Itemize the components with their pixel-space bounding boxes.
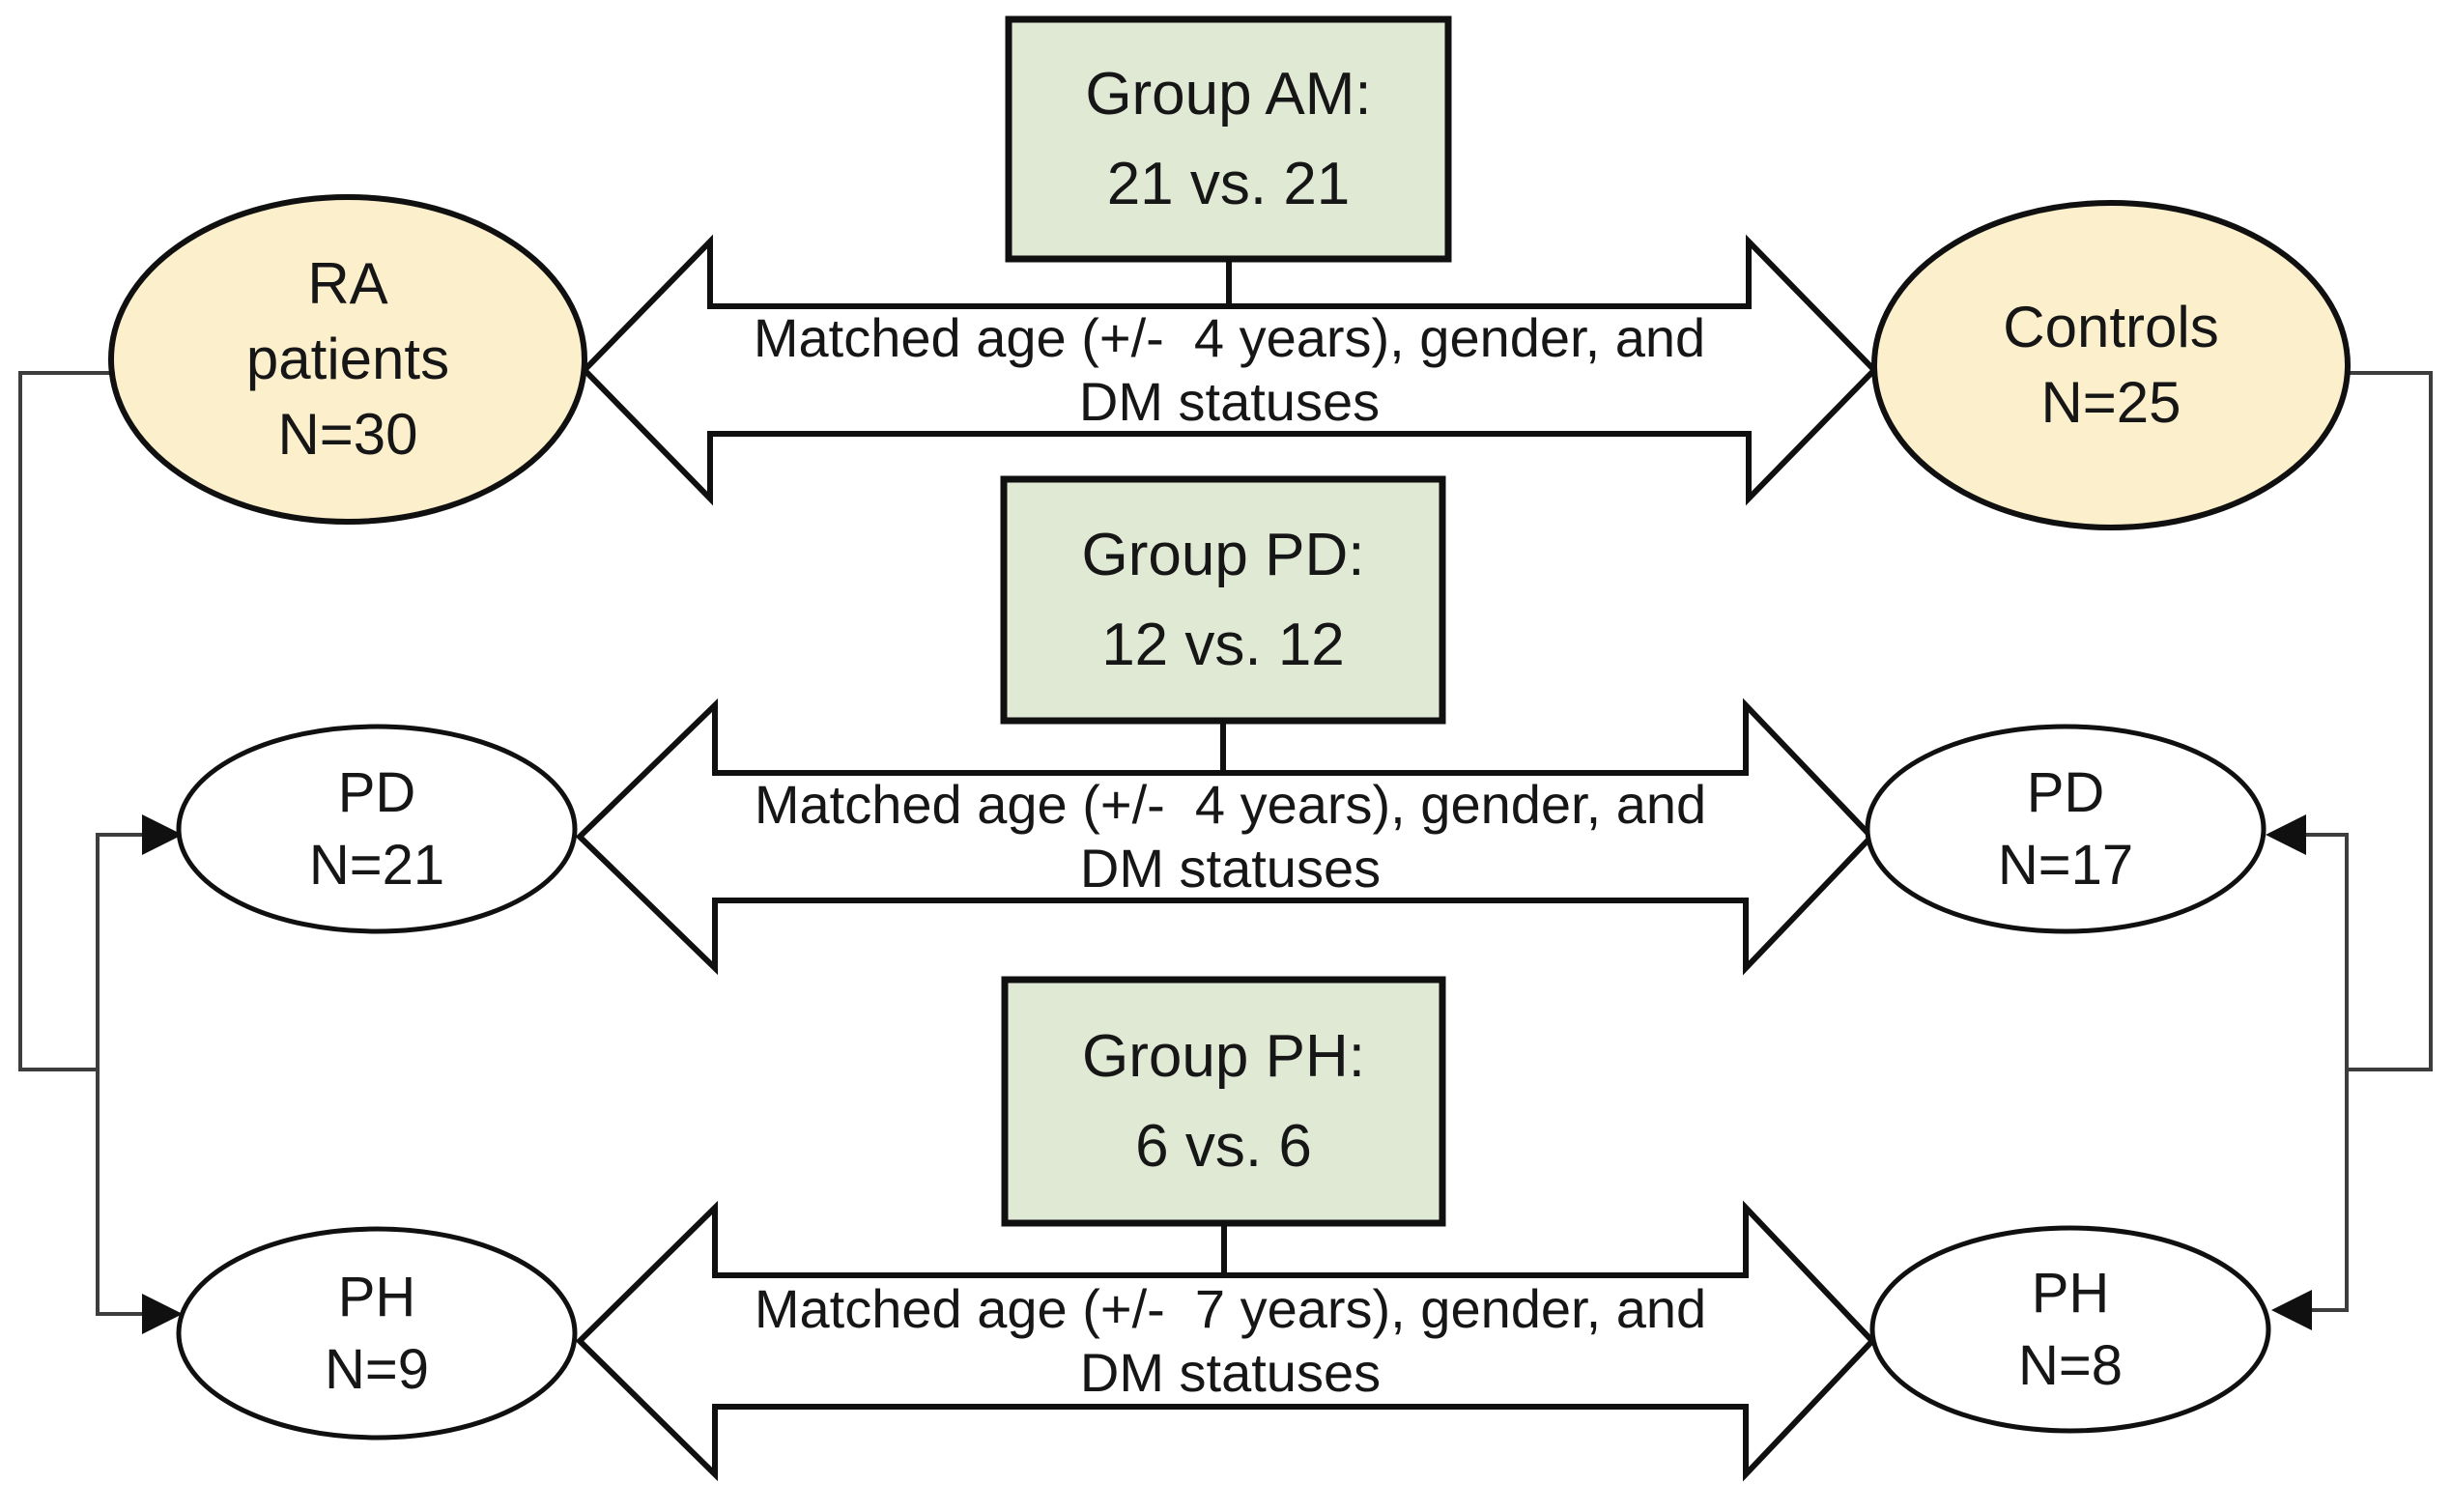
left-ph-arrowhead-icon [142,1294,183,1334]
ph-right-ellipse [1869,1225,2271,1434]
match-am-note: Matched age (+/- 4 years), gender, and D… [710,307,1749,433]
match-pd-line1: Matched age (+/- 4 years), gender, and [754,774,1707,835]
pd-left-line2: N=21 [308,834,445,897]
group-ph-box [1001,976,1446,1227]
match-pd-note: Matched age (+/- 4 years), gender, and D… [715,773,1746,900]
pd-right-line2: N=17 [1997,834,2134,897]
ph-right-line1: PH [2031,1262,2110,1325]
pd-right-line1: PD [2026,761,2105,824]
controls-line2: N=25 [2040,370,2181,435]
match-ph-line1: Matched age (+/- 7 years), gender, and [754,1278,1707,1339]
ra-line3: N=30 [277,402,418,467]
group-ph-title: Group PH: [1082,1023,1365,1090]
controls-line1: Controls [2003,295,2219,359]
left-connector-line [18,371,112,1071]
group-pd-label: Group PD: 12 vs. 12 [1004,479,1442,721]
ph-left-line2: N=9 [324,1338,429,1401]
left-pd-arrowhead-icon [142,814,183,855]
controls-label: Controls N=25 [1874,203,2348,528]
group-pd-comparison: 12 vs. 12 [1101,612,1345,678]
controls-ellipse [1871,200,2351,530]
pd-right-label: PD N=17 [1868,727,2264,931]
ra-line2: patients [245,327,450,391]
group-ph-comparison: 6 vs. 6 [1135,1113,1312,1180]
group-am-title: Group AM: [1085,61,1372,128]
ra-patients-ellipse [108,194,587,525]
ph-left-label: PH N=9 [179,1231,575,1436]
group-am-label: Group AM: 21 vs. 21 [1009,19,1448,259]
right-ph-arrowhead-icon [2271,1290,2312,1330]
match-ph-note: Matched age (+/- 7 years), gender, and D… [715,1275,1746,1407]
group-ph-label: Group PH: 6 vs. 6 [1005,980,1442,1223]
match-am-line2: DM statuses [1078,371,1381,432]
group-am-box [1005,15,1452,263]
right-connector-line [2347,371,2433,1071]
ph-right-label: PH N=8 [1872,1227,2268,1432]
group-pd-title: Group PD: [1081,522,1365,588]
match-pd-line2: DM statuses [1079,838,1382,899]
pd-left-label: PD N=21 [179,727,575,931]
right-pd-arrowhead-icon [2266,814,2306,855]
ph-left-ellipse [176,1226,578,1441]
pd-left-line1: PD [337,761,416,824]
group-am-comparison: 21 vs. 21 [1106,151,1351,217]
ph-left-line1: PH [337,1266,416,1328]
ra-patients-label: RA patients N=30 [111,197,584,522]
match-ph-line2: DM statuses [1079,1342,1382,1403]
ra-line1: RA [307,251,388,316]
pd-right-ellipse [1865,724,2267,934]
ph-right-line2: N=8 [2017,1334,2123,1397]
group-pd-box [1000,475,1446,725]
pd-left-ellipse [176,724,578,934]
match-am-line1: Matched age (+/- 4 years), gender, and [753,307,1706,368]
